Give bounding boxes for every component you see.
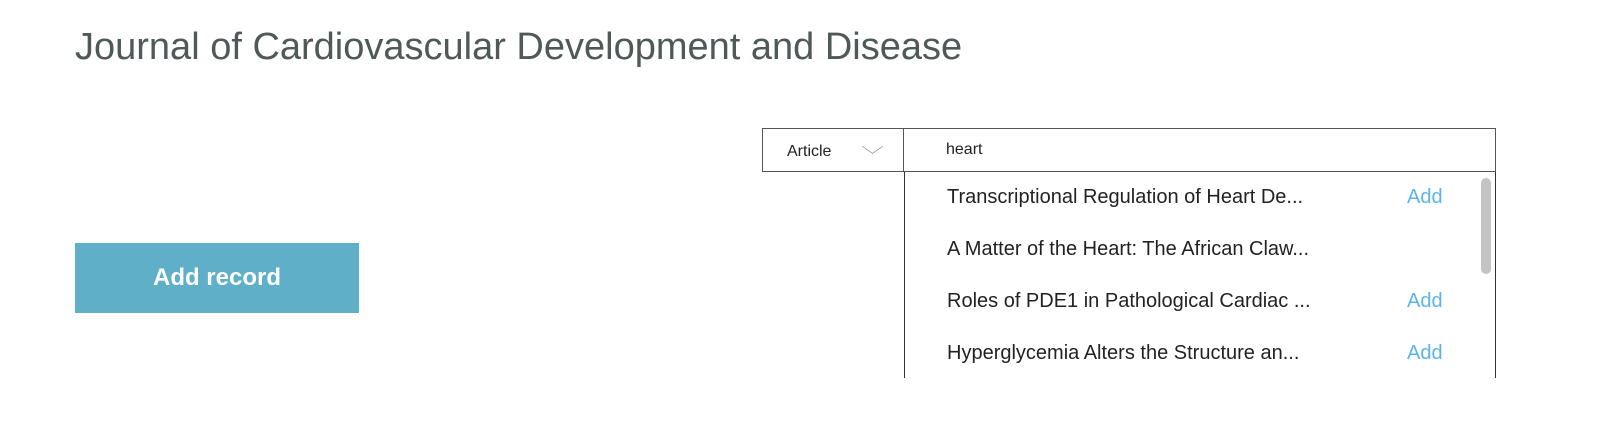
chevron-down-icon (861, 139, 884, 154)
add-record-button[interactable]: Add record (75, 243, 359, 313)
result-item[interactable]: Hyperglycemia Alters the Structure an...… (947, 338, 1467, 368)
add-result-button[interactable]: Add (1407, 290, 1443, 312)
type-select[interactable]: Article (762, 128, 904, 172)
result-item[interactable]: A Matter of the Heart: The African Claw.… (947, 234, 1467, 264)
result-title: Roles of PDE1 in Pathological Cardiac ..… (947, 290, 1311, 312)
type-select-value: Article (787, 143, 832, 160)
scrollbar-thumb[interactable] (1481, 178, 1491, 274)
page-title: Journal of Cardiovascular Development an… (75, 26, 963, 68)
add-result-button[interactable]: Add (1407, 186, 1443, 208)
search-results-dropdown: Transcriptional Regulation of Heart De..… (904, 172, 1496, 378)
search-input[interactable] (903, 128, 1496, 172)
result-item[interactable]: Transcriptional Regulation of Heart De..… (947, 182, 1467, 212)
result-item[interactable]: Roles of PDE1 in Pathological Cardiac ..… (947, 286, 1467, 316)
add-result-button[interactable]: Add (1407, 342, 1443, 364)
result-title: Transcriptional Regulation of Heart De..… (947, 186, 1304, 208)
result-title: Hyperglycemia Alters the Structure an... (947, 342, 1300, 364)
result-title: A Matter of the Heart: The African Claw.… (947, 238, 1310, 260)
